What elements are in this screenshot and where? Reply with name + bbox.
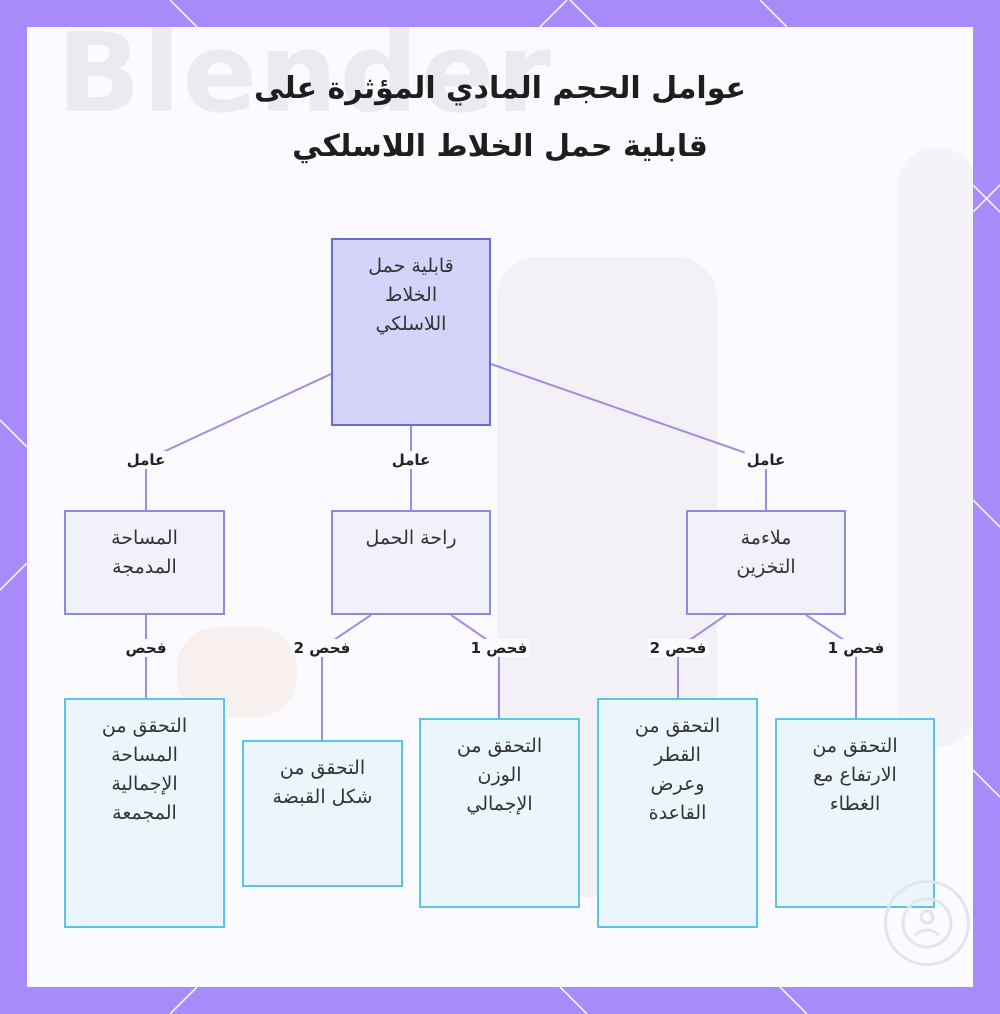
- edge-label-factor-storage: عامل: [744, 451, 788, 469]
- node-compact-area-label: المساحة المدمجة: [111, 527, 178, 578]
- connector-carry-check2: [321, 614, 372, 740]
- node-check-grip-shape: التحقق من شكل القبضة: [242, 740, 403, 887]
- node-root: قابلية حمل الخلاط اللاسلكي: [331, 238, 491, 426]
- title-line-1: عوامل الحجم المادي المؤثرة على: [253, 71, 747, 106]
- node-carry-comfort: راحة الحمل: [331, 510, 491, 615]
- connector-carry-check1: [450, 614, 500, 718]
- node-storage-label: ملاءمة التخزين: [736, 527, 796, 578]
- background-shape: [897, 147, 973, 747]
- brand-logo-icon: [884, 880, 970, 966]
- node-check-total-weight-label: التحقق من الوزن الإجمالي: [456, 735, 543, 815]
- node-storage: ملاءمة التخزين: [686, 510, 846, 615]
- edge-label-storage-check1: فحص 1: [825, 639, 887, 657]
- node-check-grip-shape-label: التحقق من شكل القبضة: [272, 757, 373, 808]
- title-line-2: قابلية حمل الخلاط اللاسلكي: [292, 129, 708, 164]
- node-check-height-lid: التحقق من الارتفاع مع الغطاء: [775, 718, 935, 908]
- background-watermark: Blender: [57, 27, 554, 137]
- node-check-diameter-base-label: التحقق من القطر وعرض القاعدة: [634, 715, 721, 824]
- node-root-label: قابلية حمل الخلاط اللاسلكي: [368, 255, 454, 335]
- edge-label-compact-check: فحص: [123, 639, 169, 657]
- node-check-total-weight: التحقق من الوزن الإجمالي: [419, 718, 580, 908]
- node-check-height-lid-label: التحقق من الارتفاع مع الغطاء: [812, 735, 898, 815]
- connector-storage-check1: [805, 614, 857, 718]
- node-check-total-area-label: التحقق من المساحة الإجمالية المجمعة: [101, 715, 188, 824]
- node-check-total-area: التحقق من المساحة الإجمالية المجمعة: [64, 698, 225, 928]
- edge-label-storage-check2: فحص 2: [647, 639, 709, 657]
- edge-label-carry-check1: فحص 1: [468, 639, 530, 657]
- connector-root-storage: [490, 363, 767, 510]
- node-check-diameter-base: التحقق من القطر وعرض القاعدة: [597, 698, 758, 928]
- connector-root-compact: [145, 373, 332, 510]
- edge-label-carry-check2: فحص 2: [291, 639, 353, 657]
- brand-logo-icon-graphic: [901, 897, 953, 949]
- edge-label-factor-carry: عامل: [389, 451, 433, 469]
- diagram-title: عوامل الحجم المادي المؤثرة على قابلية حم…: [27, 60, 973, 176]
- edge-label-factor-compact: عامل: [124, 451, 168, 469]
- node-carry-comfort-label: راحة الحمل: [365, 527, 457, 549]
- node-compact-area: المساحة المدمجة: [64, 510, 225, 615]
